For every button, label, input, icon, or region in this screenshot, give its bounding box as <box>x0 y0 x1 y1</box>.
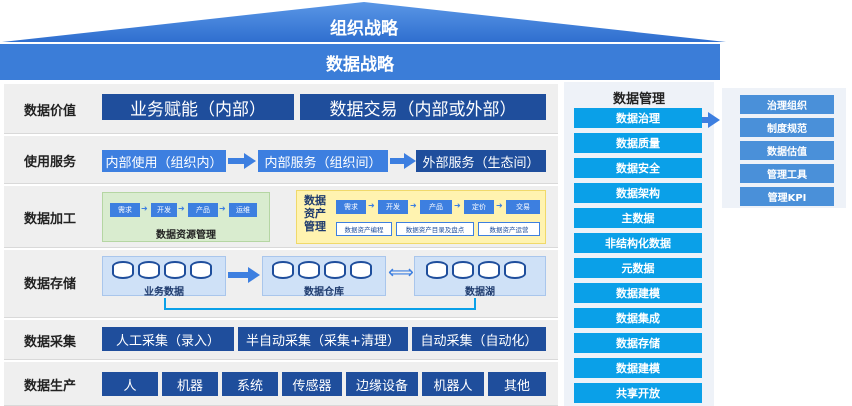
asset-sub-operation: 数据资产运营 <box>478 222 540 236</box>
step-arrow-icon: ➜ <box>141 204 148 213</box>
database-icon <box>426 261 448 279</box>
store-data-warehouse-label: 数据仓库 <box>304 287 344 298</box>
resource-step-product: 产品 <box>188 203 218 217</box>
storage-arrow-shaft <box>228 272 248 278</box>
service-arrow-icon <box>404 153 416 169</box>
database-icon <box>272 261 294 279</box>
database-icon <box>112 261 134 279</box>
production-item-sensor: 传感器 <box>282 372 342 396</box>
mgmt-item: 数据安全 <box>574 158 702 178</box>
asset-step-product: 产品 <box>420 200 452 214</box>
step-arrow-icon: ➜ <box>178 204 185 213</box>
database-icon <box>350 261 372 279</box>
bidirectional-arrow-icon: ⟺ <box>388 262 414 283</box>
resource-step-demand: 需求 <box>110 203 140 217</box>
storage-feedback-connector <box>164 298 476 310</box>
service-layer-label: 使用服务 <box>23 154 76 170</box>
value-layer-label: 数据价值 <box>23 103 76 119</box>
mgmt-item: 数据架构 <box>574 183 702 203</box>
service-item-internal-use: 内部使用（组织内） <box>102 150 226 172</box>
org-strategy-title: 组织战略 <box>330 19 398 39</box>
store-data-lake-label: 数据湖 <box>465 287 495 298</box>
mgmt-item: 数据存储 <box>574 333 702 353</box>
database-icon <box>190 261 212 279</box>
production-item-system: 系统 <box>222 372 278 396</box>
step-arrow-icon: ➜ <box>454 201 461 210</box>
collection-item-auto: 自动采集（自动化） <box>412 327 546 351</box>
collection-item-semi-auto: 半自动采集（采集+清理） <box>238 327 408 351</box>
asset-sub-programming: 数据资产编程 <box>336 222 392 236</box>
mgmt-item: 非结构化数据 <box>574 233 702 253</box>
data-strategy-bar: 数据战略 <box>0 44 720 80</box>
resource-management-panel <box>102 192 270 242</box>
production-layer-label: 数据生产 <box>23 378 76 394</box>
service-item-internal-service: 内部服务（组织间） <box>258 150 388 172</box>
resource-management-caption: 数据资源管理 <box>156 230 216 241</box>
service-arrow-icon <box>244 153 256 169</box>
asset-sub-catalog: 数据资产目录及盘点 <box>396 222 474 236</box>
asset-step-develop: 开发 <box>378 200 408 214</box>
data-management-title: 数据管理 <box>612 92 665 107</box>
database-icon <box>504 261 526 279</box>
database-icon <box>164 261 186 279</box>
resource-step-ops: 运维 <box>229 203 257 217</box>
database-icon <box>138 261 160 279</box>
production-item-people: 人 <box>102 372 158 396</box>
governance-arrow-icon <box>708 112 720 128</box>
database-icon <box>478 261 500 279</box>
storage-layer-label: 数据存储 <box>23 276 76 292</box>
collection-item-manual: 人工采集（录入） <box>102 327 234 351</box>
asset-step-demand: 需求 <box>336 200 366 214</box>
step-arrow-icon: ➜ <box>410 201 417 210</box>
storage-arrow-icon <box>248 267 260 283</box>
mgmt-item: 主数据 <box>574 208 702 228</box>
production-item-edge-device: 边缘设备 <box>346 372 418 396</box>
service-item-external-service: 外部服务（生态间） <box>416 150 546 172</box>
mgmt-item: 元数据 <box>574 258 702 278</box>
governance-arrow-shaft <box>702 117 710 123</box>
production-item-other: 其他 <box>488 372 546 396</box>
governance-item: 制度规范 <box>740 118 834 137</box>
mgmt-item: 数据建模 <box>574 283 702 303</box>
value-item-business-enable: 业务赋能（内部） <box>102 94 294 120</box>
step-arrow-icon: ➜ <box>496 201 503 210</box>
asset-management-title: 数据 资产 管理 <box>304 194 326 233</box>
governance-item: 数据估值 <box>740 141 834 160</box>
governance-item: 治理组织 <box>740 95 834 114</box>
asset-step-trading: 交易 <box>506 200 540 214</box>
step-arrow-icon: ➜ <box>219 204 226 213</box>
mgmt-item: 数据集成 <box>574 308 702 328</box>
production-item-machine: 机器 <box>162 372 218 396</box>
mgmt-item: 共享开放 <box>574 383 702 403</box>
mgmt-item: 数据质量 <box>574 133 702 153</box>
value-item-data-trading: 数据交易（内部或外部） <box>300 94 546 120</box>
service-arrow-shaft <box>390 158 404 164</box>
database-icon <box>452 261 474 279</box>
asset-step-pricing: 定价 <box>464 200 494 214</box>
processing-layer-label: 数据加工 <box>23 211 76 227</box>
resource-step-develop: 开发 <box>151 203 177 217</box>
governance-item: 管理工具 <box>740 164 834 183</box>
org-strategy-roof <box>2 2 726 42</box>
step-arrow-icon: ➜ <box>368 201 375 210</box>
service-arrow-shaft <box>228 158 244 164</box>
database-icon <box>324 261 346 279</box>
store-business-data-label: 业务数据 <box>144 287 184 298</box>
mgmt-item: 数据治理 <box>574 108 702 128</box>
collection-layer-label: 数据采集 <box>23 334 76 350</box>
governance-item: 管理KPI <box>740 187 834 206</box>
production-item-robot: 机器人 <box>422 372 484 396</box>
database-icon <box>298 261 320 279</box>
mgmt-item: 数据建模 <box>574 358 702 378</box>
